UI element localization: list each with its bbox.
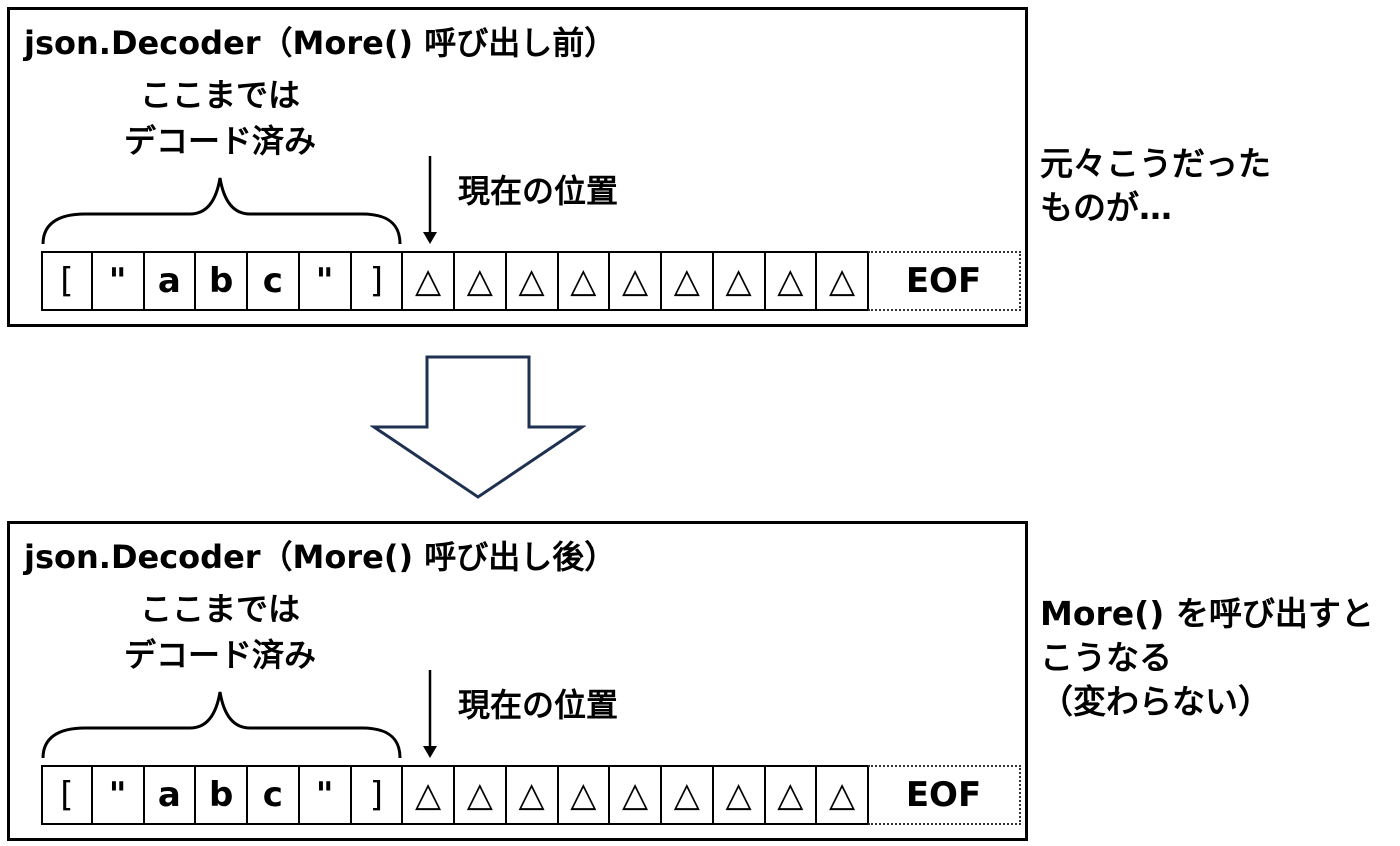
unread-byte-cell: △ xyxy=(506,765,559,825)
decoded-byte-cell: b xyxy=(196,251,248,311)
unread-byte-cell: △ xyxy=(558,765,611,825)
position-arrow-head xyxy=(423,746,437,758)
unread-byte-cell: △ xyxy=(610,251,662,311)
current-position-label: 現在の位置 xyxy=(458,686,619,724)
transition-down-arrow-icon xyxy=(370,355,586,499)
note-after-line-2: こうなる xyxy=(1040,638,1172,677)
current-position-label: 現在の位置 xyxy=(458,172,619,210)
decoded-byte-cell: [ xyxy=(41,251,93,311)
decoded-label: ここまでは デコード済み xyxy=(105,586,335,678)
decoded-byte-cell: " xyxy=(299,251,352,311)
unread-byte-cell: △ xyxy=(455,765,507,825)
decoded-brace xyxy=(41,691,402,759)
note-after-line-3: （変わらない） xyxy=(1040,682,1271,721)
decoded-byte-cell: c xyxy=(248,765,300,825)
position-arrow-head xyxy=(423,232,437,244)
note-before-line-1: 元々こうだった xyxy=(1040,144,1271,183)
decoded-brace xyxy=(41,177,402,245)
note-after: More() を呼び出すと こうなる （変わらない） xyxy=(1040,592,1374,724)
decoded-label-line-1: ここまでは xyxy=(139,590,300,628)
decoded-label: ここまでは デコード済み xyxy=(105,72,335,164)
decoded-byte-cell: ] xyxy=(351,765,404,825)
unread-byte-cell: △ xyxy=(662,251,714,311)
panel-title: json.Decoder（More() 呼び出し前） xyxy=(24,24,617,62)
decoded-label-line-1: ここまでは xyxy=(139,76,300,114)
unread-byte-cell: △ xyxy=(765,765,818,825)
panel-overlay xyxy=(41,670,437,759)
decoder-before-panel: json.Decoder（More() 呼び出し前） ここまでは デコード済み … xyxy=(7,7,1028,327)
note-after-line-1: More() を呼び出すと xyxy=(1040,594,1374,633)
decoded-label-line-2: デコード済み xyxy=(123,636,316,674)
decoded-byte-cell: " xyxy=(92,765,145,825)
decoded-label-line-2: デコード済み xyxy=(123,122,316,160)
unread-byte-cell: △ xyxy=(817,251,869,311)
unread-byte-cell: △ xyxy=(817,765,869,825)
eof-cell: EOF xyxy=(868,251,1021,311)
eof-cell: EOF xyxy=(868,765,1021,825)
decoder-after-panel: json.Decoder（More() 呼び出し後） ここまでは デコード済み … xyxy=(7,521,1028,841)
unread-byte-cell: △ xyxy=(403,765,455,825)
unread-byte-cell: △ xyxy=(713,251,766,311)
decoded-byte-cell: " xyxy=(92,251,145,311)
decoded-byte-cell: b xyxy=(196,765,248,825)
decoded-byte-cell: a xyxy=(144,251,197,311)
decoded-byte-cell: a xyxy=(144,765,197,825)
unread-byte-cell: △ xyxy=(765,251,818,311)
unread-byte-cell: △ xyxy=(506,251,559,311)
panel-title: json.Decoder（More() 呼び出し後） xyxy=(24,538,617,576)
decoded-byte-cell: [ xyxy=(41,765,93,825)
unread-byte-cell: △ xyxy=(403,251,455,311)
note-before-line-2: ものが… xyxy=(1040,188,1172,227)
unread-byte-cell: △ xyxy=(455,251,507,311)
unread-byte-cell: △ xyxy=(713,765,766,825)
note-before: 元々こうだった ものが… xyxy=(1040,142,1271,230)
unread-byte-cell: △ xyxy=(610,765,662,825)
unread-byte-cell: △ xyxy=(662,765,714,825)
unread-byte-cell: △ xyxy=(558,251,611,311)
decoded-byte-cell: " xyxy=(299,765,352,825)
decoded-byte-cell: ] xyxy=(351,251,404,311)
decoded-byte-cell: c xyxy=(248,251,300,311)
panel-overlay xyxy=(41,156,437,245)
